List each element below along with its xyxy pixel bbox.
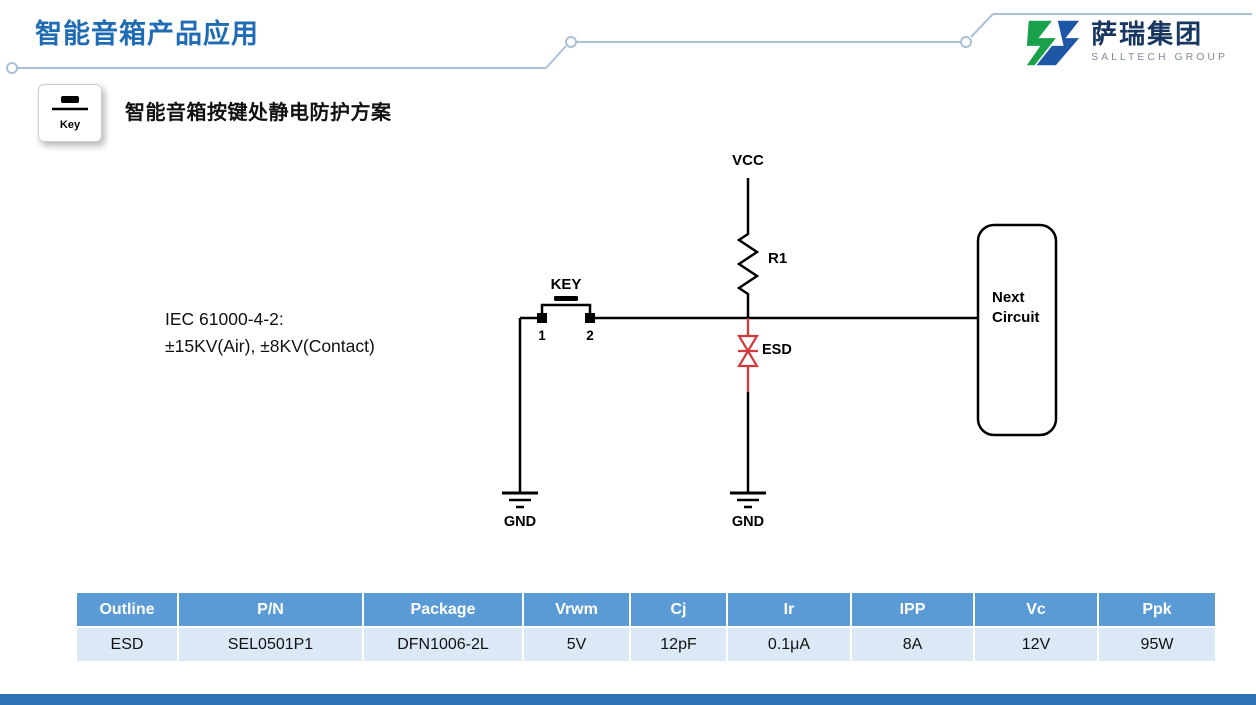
table-header-row: Outline P/N Package Vrwm Cj Ir IPP Vc Pp… bbox=[77, 593, 1215, 626]
key-icon-badge: Key bbox=[38, 84, 102, 142]
table-cell-outline: ESD bbox=[77, 628, 177, 661]
table-cell-cj: 12pF bbox=[631, 628, 726, 661]
table-header-vc: Vc bbox=[975, 593, 1097, 626]
footer-accent-bar bbox=[0, 694, 1256, 705]
logo: 萨瑞集团 SALLTECH GROUP bbox=[1023, 16, 1228, 68]
esd-label: ESD bbox=[762, 342, 792, 358]
table-row: ESD SEL0501P1 DFN1006-2L 5V 12pF 0.1μA 8… bbox=[77, 628, 1215, 661]
gnd-left-label: GND bbox=[503, 514, 537, 530]
iec-standard-note: IEC 61000-4-2: ±15KV(Air), ±8KV(Contact) bbox=[165, 306, 375, 360]
table-header-ir: Ir bbox=[728, 593, 850, 626]
key-button-icon bbox=[52, 96, 88, 111]
table-cell-ipp: 8A bbox=[852, 628, 973, 661]
spec-table: Outline P/N Package Vrwm Cj Ir IPP Vc Pp… bbox=[75, 591, 1217, 663]
table-header-vrwm: Vrwm bbox=[524, 593, 629, 626]
circuit-wires bbox=[502, 178, 1058, 509]
table-header-package: Package bbox=[364, 593, 522, 626]
circuit-diagram: VCC R1 KEY 1 2 ESD GND GND Next Circuit … bbox=[0, 140, 1256, 580]
table-cell-pn: SEL0501P1 bbox=[179, 628, 362, 661]
vcc-label: VCC bbox=[732, 152, 764, 169]
section-title: 智能音箱按键处静电防护方案 bbox=[125, 102, 392, 124]
key-pin1-label: 1 bbox=[538, 328, 546, 343]
iec-line2: ±15KV(Air), ±8KV(Contact) bbox=[165, 336, 375, 357]
r1-label: R1 bbox=[768, 250, 788, 267]
gnd-right-label: GND bbox=[731, 514, 765, 530]
table-cell-package: DFN1006-2L bbox=[364, 628, 522, 661]
table-cell-vrwm: 5V bbox=[524, 628, 629, 661]
page-title: 智能音箱产品应用 bbox=[35, 19, 259, 49]
table-cell-vc: 12V bbox=[975, 628, 1097, 661]
next-circuit-label: Next Circuit bbox=[992, 289, 1040, 326]
key-label: KEY bbox=[550, 276, 582, 293]
iec-line1: IEC 61000-4-2: bbox=[165, 309, 284, 329]
logo-subtitle: SALLTECH GROUP bbox=[1091, 51, 1228, 64]
key-icon-label: Key bbox=[59, 119, 81, 131]
table-header-cj: Cj bbox=[631, 593, 726, 626]
logo-name: 萨瑞集团 bbox=[1091, 19, 1204, 50]
table-header-ipp: IPP bbox=[852, 593, 973, 626]
table-header-pn: P/N bbox=[179, 593, 362, 626]
key-pin2-label: 2 bbox=[586, 328, 594, 343]
table-cell-ir: 0.1μA bbox=[728, 628, 850, 661]
logo-icon bbox=[1026, 20, 1080, 66]
logo-text: 萨瑞集团 SALLTECH GROUP bbox=[1091, 20, 1228, 63]
table-header-outline: Outline bbox=[77, 593, 177, 626]
table-header-ppk: Ppk bbox=[1099, 593, 1215, 626]
table-cell-ppk: 95W bbox=[1099, 628, 1215, 661]
